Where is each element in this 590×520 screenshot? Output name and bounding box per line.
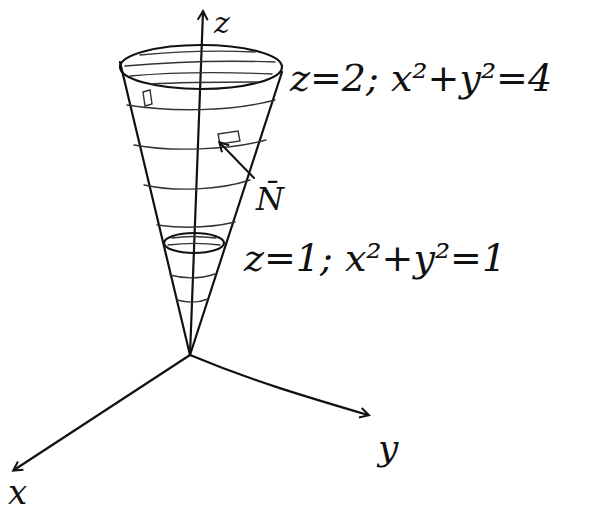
plane-label: z=1; x²+y²=1 bbox=[244, 238, 506, 280]
y-axis bbox=[190, 355, 368, 415]
normal-label: N̄ bbox=[256, 182, 284, 217]
plane-label: z=2; x²+y²=4 bbox=[290, 58, 552, 100]
top-disk bbox=[120, 45, 282, 89]
axis-label: z bbox=[214, 6, 230, 39]
bottom-disk bbox=[164, 233, 224, 253]
axis-label: x bbox=[8, 474, 27, 511]
axis-label: y bbox=[378, 428, 398, 468]
z-axis bbox=[190, 12, 203, 355]
normal-arrow bbox=[220, 143, 254, 178]
x-axis bbox=[14, 355, 190, 470]
